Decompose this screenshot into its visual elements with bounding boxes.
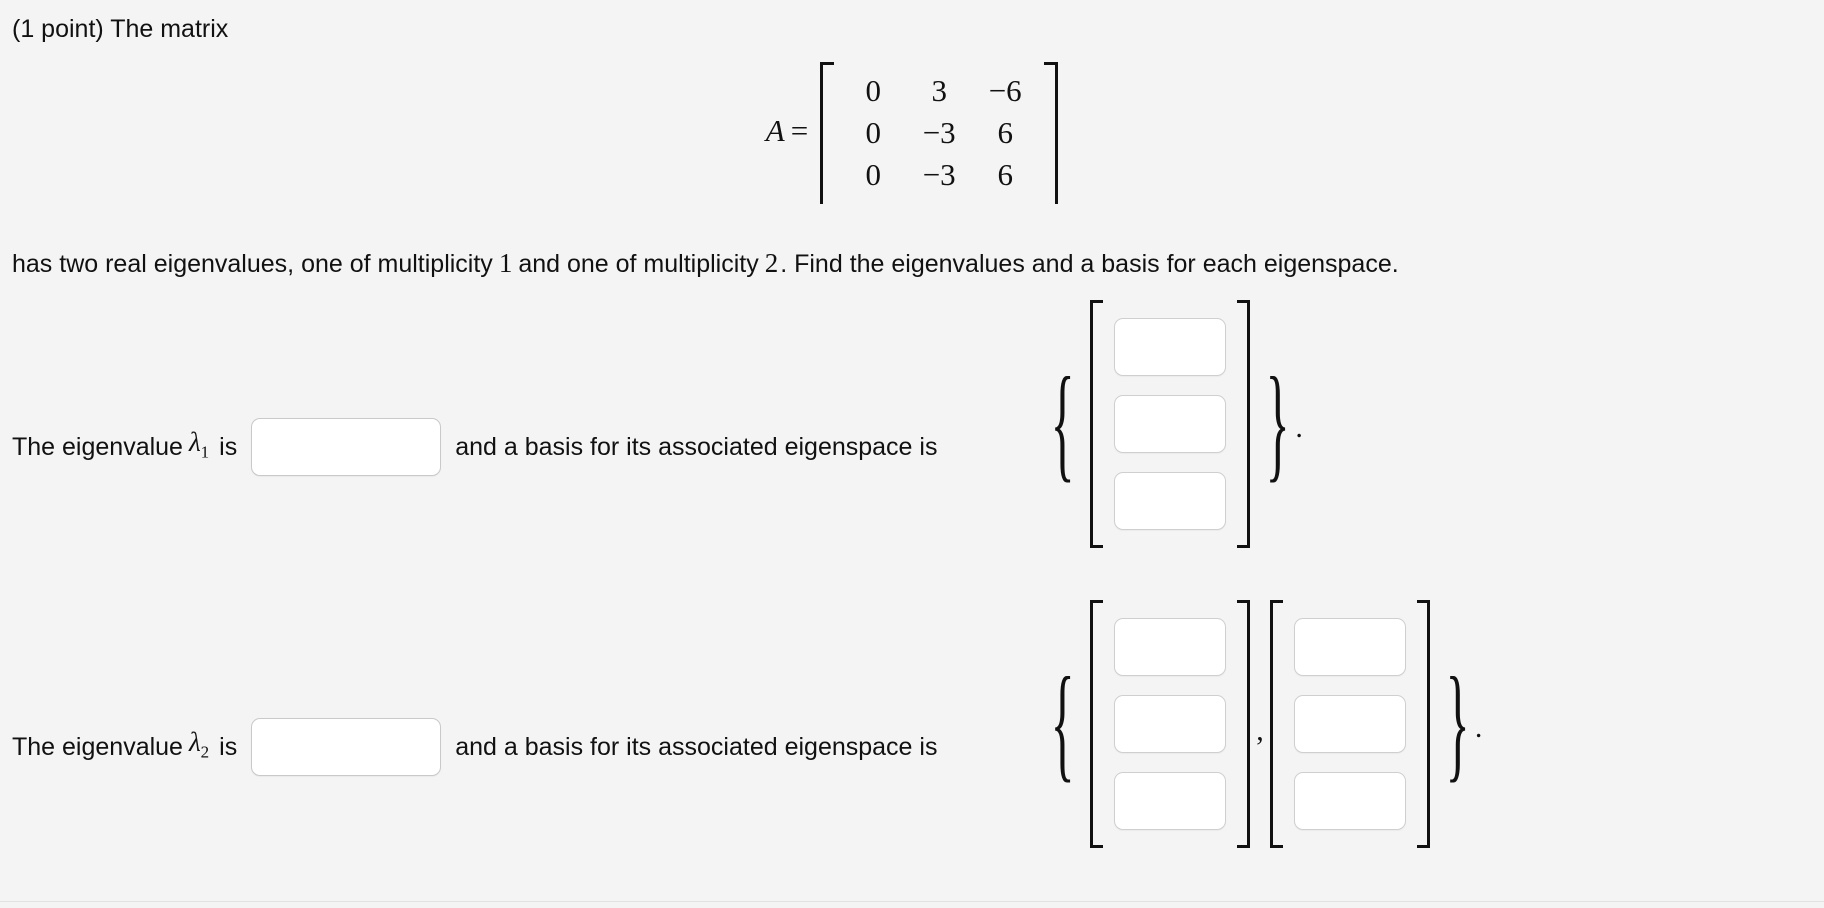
matrix-cell-r3c2: −3 [922, 157, 956, 192]
footer-divider [0, 901, 1824, 902]
matrix-left-bracket [820, 62, 835, 204]
page-title: (1 point) The matrix [12, 15, 229, 43]
eigenvalue-2-lead-text: The eigenvalue [12, 733, 183, 761]
trailing-period-2: . [1474, 711, 1483, 744]
multiplicity-one-value: 1 [498, 248, 513, 278]
matrix-cell-r1c3: −6 [988, 73, 1022, 108]
vector-2-2-cell-3[interactable] [1293, 772, 1406, 830]
lambda-1-symbol: λ1 [189, 427, 209, 467]
right-curly-brace-icon: } [1265, 350, 1290, 495]
matrix-name-label: A [765, 113, 785, 148]
eigenspace-basis-set-1: { } . [1050, 300, 1303, 548]
eigenvalue-2-label-group: The eigenvalue λ2 is and a basis for its… [12, 718, 937, 776]
eigenvalue-1-input[interactable] [251, 418, 442, 476]
problem-statement: has two real eigenvalues, one of multipl… [12, 248, 1399, 279]
vector-left-bracket [1090, 600, 1104, 848]
vector-2-2-cell-2[interactable] [1293, 695, 1406, 753]
vector-1-1-cell-1[interactable] [1114, 318, 1227, 376]
eigenvalue-row-1: The eigenvalue λ1 is and a basis for its… [0, 300, 1824, 594]
vector-2-1-cell-3[interactable] [1114, 772, 1227, 830]
lambda-2-subscript: 2 [200, 742, 210, 762]
vector-separator-comma: , [1256, 714, 1264, 747]
vector-cells [1103, 300, 1237, 548]
vector-cells [1283, 600, 1417, 848]
matrix-cell-r3c1: 0 [865, 157, 881, 192]
multiplicity-two-value: 2 [764, 248, 779, 278]
lambda-1-subscript: 1 [200, 442, 210, 462]
vector-right-bracket [1237, 600, 1251, 848]
matrix-cell-r2c3: 6 [997, 115, 1013, 150]
vector-left-bracket [1269, 600, 1283, 848]
eigenvalue-1-lead-text: The eigenvalue [12, 433, 183, 461]
eigenvalue-2-mid-text: and a basis for its associated eigenspac… [455, 733, 938, 761]
matrix-display: A = 0 3 −6 0 −3 6 0 −3 6 [0, 62, 1824, 204]
matrix-cell-r1c2: 3 [931, 73, 947, 108]
vector-right-bracket [1416, 600, 1430, 848]
matrix-right-bracket [1044, 62, 1059, 204]
vector-cells [1103, 600, 1237, 848]
eigenvalue-row-2: The eigenvalue λ2 is and a basis for its… [0, 600, 1824, 894]
vector-right-bracket [1237, 300, 1251, 548]
vector-left-bracket [1090, 300, 1104, 548]
eigenvalue-2-is-word: is [219, 733, 238, 761]
right-curly-brace-icon: } [1445, 650, 1470, 795]
eigenvalue-1-is-word: is [219, 433, 238, 461]
lambda-1-glyph: λ [188, 426, 201, 457]
left-curly-brace-icon: { [1050, 350, 1075, 495]
matrix-cell-r2c1: 0 [865, 115, 881, 150]
statement-middle: and one of multiplicity [518, 250, 759, 278]
matrix-grid: 0 3 −6 0 −3 6 0 −3 6 [834, 62, 1044, 204]
eigenvalue-2-input[interactable] [251, 718, 442, 776]
vector-2-1-cell-1[interactable] [1114, 618, 1227, 676]
lambda-2-glyph: λ [188, 726, 201, 757]
vector-2-1-cell-2[interactable] [1114, 695, 1227, 753]
vector-1-1-cell-3[interactable] [1114, 472, 1227, 530]
trailing-period-1: . [1295, 411, 1303, 444]
vector-2-2-cell-1[interactable] [1293, 618, 1406, 676]
statement-prefix: has two real eigenvalues, one of multipl… [12, 250, 493, 278]
eigenvalue-1-mid-text: and a basis for its associated eigenspac… [455, 433, 938, 461]
matrix-cell-r3c3: 6 [997, 157, 1013, 192]
left-curly-brace-icon: { [1050, 650, 1075, 795]
matrix-cell-r2c2: −3 [922, 115, 956, 150]
eigenspace-basis-set-2: { , } . [1050, 600, 1483, 848]
basis-vector-2-1 [1090, 600, 1251, 848]
statement-suffix: . Find the eigenvalues and a basis for e… [780, 250, 1399, 278]
lambda-2-symbol: λ2 [189, 727, 209, 767]
equals-sign: = [790, 113, 809, 148]
basis-vector-1-1 [1090, 300, 1251, 548]
eigenvalue-1-label-group: The eigenvalue λ1 is and a basis for its… [12, 418, 937, 476]
matrix-cell-r1c1: 0 [865, 73, 881, 108]
basis-vector-2-2 [1269, 600, 1430, 848]
vector-1-1-cell-2[interactable] [1114, 395, 1227, 453]
